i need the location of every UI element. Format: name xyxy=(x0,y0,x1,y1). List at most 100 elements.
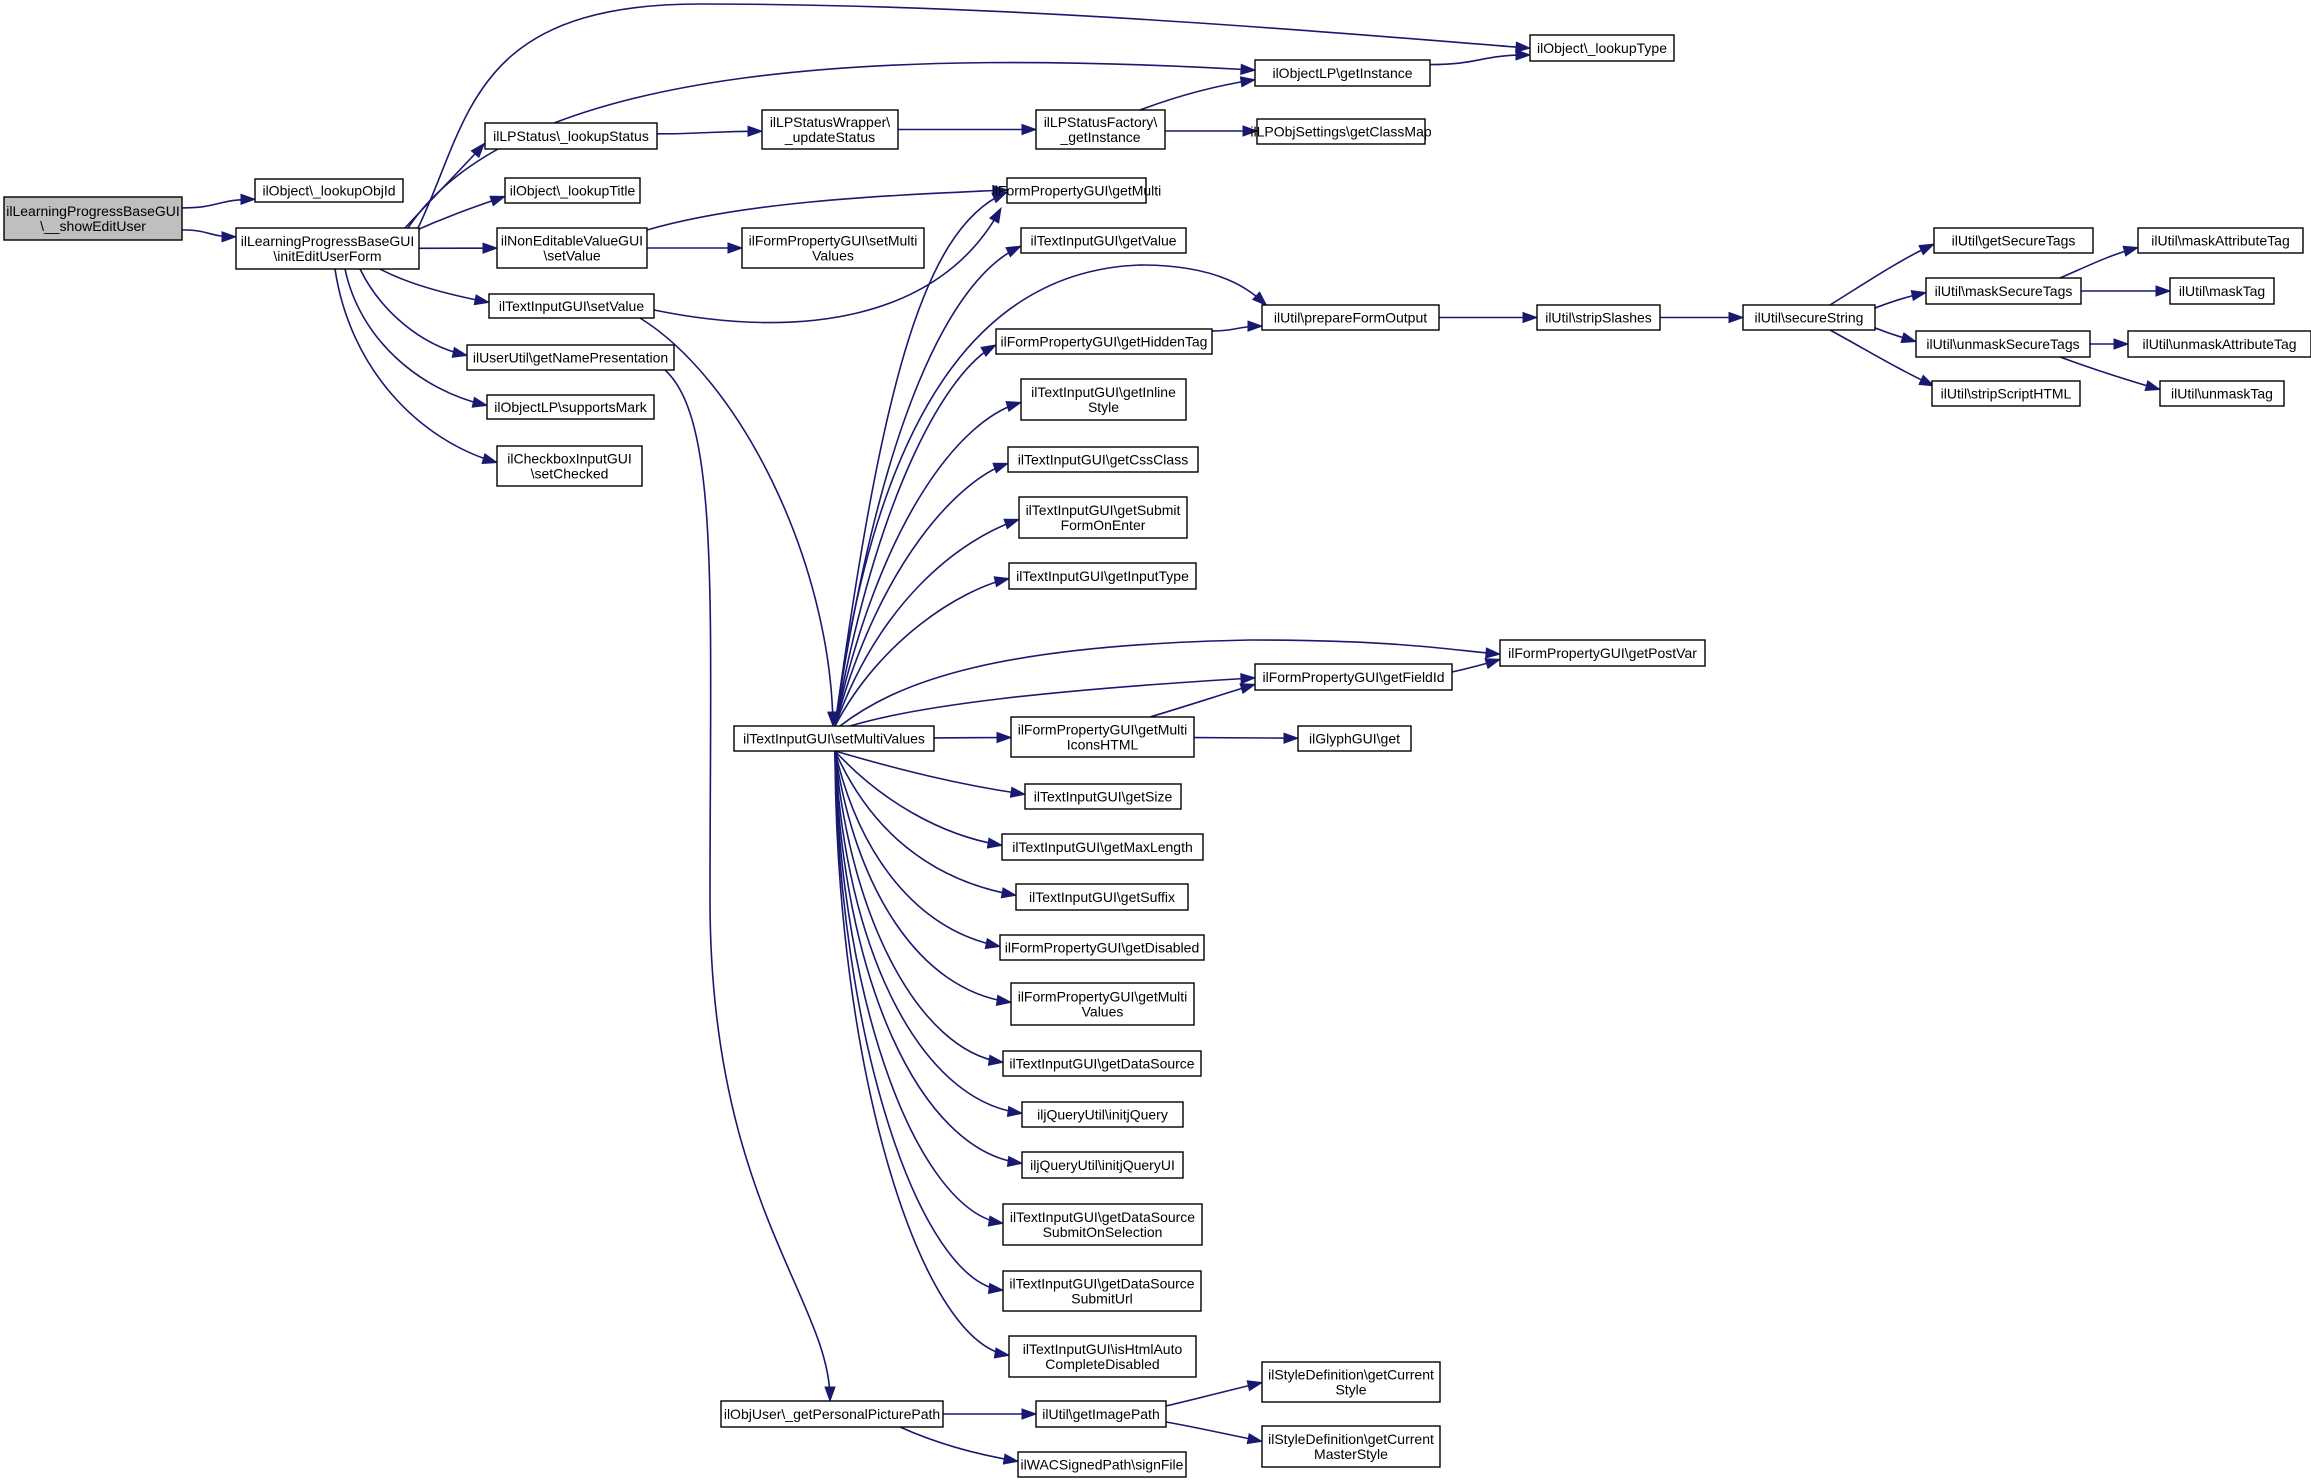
node-lookupType[interactable]: ilObject\_lookupType xyxy=(1529,34,1675,62)
node-tiGetInputType[interactable]: ilTextInputGUI\getInputType xyxy=(1008,562,1197,590)
node-label: Style xyxy=(1088,399,1119,415)
arrowhead-secureString-to-stripScriptHTML xyxy=(1918,374,1936,387)
arrowhead-tiSetMultiValues-to-fpGetMulti xyxy=(991,191,1009,204)
node-lpStatusWrapper[interactable]: ilLPStatusWrapper\_updateStatus xyxy=(761,109,899,150)
node-tiGetCssClass[interactable]: ilTextInputGUI\getCssClass xyxy=(1007,446,1199,473)
node-label: ilUtil\maskAttributeTag xyxy=(2151,233,2290,249)
node-box xyxy=(466,344,675,371)
node-label: ilTextInputGUI\getCssClass xyxy=(1018,452,1188,468)
node-fpGetFieldId[interactable]: ilFormPropertyGUI\getFieldId xyxy=(1254,663,1453,691)
node-fpGetPostVar[interactable]: ilFormPropertyGUI\getPostVar xyxy=(1499,639,1706,667)
node-lpStatusFactory[interactable]: ilLPStatusFactory\_getInstance xyxy=(1035,109,1166,150)
node-lpObjSettings[interactable]: ilLPObjSettings\getClassMap xyxy=(1250,118,1432,145)
node-box xyxy=(761,109,899,150)
node-tiSetValue[interactable]: ilTextInputGUI\setValue xyxy=(488,293,655,319)
node-lookupObjId[interactable]: ilObject\_lookupObjId xyxy=(254,178,404,203)
node-label: ilTextInputGUI\isHtmlAuto xyxy=(1023,1341,1183,1357)
arrowhead-tiSetMultiValues-to-tiGetSize xyxy=(1009,786,1027,798)
node-box xyxy=(1002,1270,1202,1312)
node-initEditUserForm[interactable]: ilLearningProgressBaseGUI\initEditUserFo… xyxy=(235,227,420,270)
arrowhead-tiSetMultiValues-to-fpGetFieldId xyxy=(1240,673,1257,685)
node-label: ilUtil\maskTag xyxy=(2179,283,2265,299)
node-glyphGet[interactable]: ilGlyphGUI\get xyxy=(1297,725,1412,752)
node-box xyxy=(1536,304,1661,331)
node-label: ilFormPropertyGUI\getMulti xyxy=(992,183,1162,199)
node-label: ilUtil\prepareFormOutput xyxy=(1274,310,1427,326)
node-lpStatusLookup[interactable]: ilLPStatus\_lookupStatus xyxy=(484,122,658,150)
node-tiGetDataSource[interactable]: ilTextInputGUI\getDataSource xyxy=(1002,1050,1202,1077)
node-box xyxy=(1006,177,1147,204)
node-jqInitjQuery[interactable]: iljQueryUtil\initjQuery xyxy=(1021,1101,1184,1128)
node-utilGetImagePath[interactable]: ilUtil\getImagePath xyxy=(1035,1400,1167,1428)
node-unmaskTag[interactable]: ilUtil\unmaskTag xyxy=(2159,380,2285,407)
edge-tiSetMultiValues-to-fpGetDisabled xyxy=(834,750,999,947)
node-stripScriptHTML[interactable]: ilUtil\stripScriptHTML xyxy=(1931,380,2081,407)
node-tiGetDataSourceSubmitOnSelection[interactable]: ilTextInputGUI\getDataSourceSubmitOnSele… xyxy=(1002,1203,1203,1246)
edge-initEditUserForm-to-lookupType xyxy=(417,3,1529,229)
node-unmaskAttributeTag[interactable]: ilUtil\unmaskAttributeTag xyxy=(2127,330,2311,358)
node-tiGetMaxLength[interactable]: ilTextInputGUI\getMaxLength xyxy=(1001,833,1204,861)
node-stripSlashes[interactable]: ilUtil\stripSlashes xyxy=(1536,304,1661,331)
node-maskTag[interactable]: ilUtil\maskTag xyxy=(2169,277,2275,305)
edge-utilGetImagePath-to-styleGetCurrentStyle xyxy=(1165,1382,1261,1407)
node-root[interactable]: ilLearningProgressBaseGUI\__showEditUser xyxy=(3,196,183,241)
nodes-layer: ilLearningProgressBaseGUI\__showEditUser… xyxy=(3,34,2311,1478)
arrowhead-tiSetMultiValues-to-fpGetPostVar xyxy=(1485,647,1502,659)
node-fpGetHiddenTag[interactable]: ilFormPropertyGUI\getHiddenTag xyxy=(995,328,1213,355)
node-nonEditableSetValue[interactable]: ilNonEditableValueGUI\setValue xyxy=(496,227,648,269)
node-fpGetDisabled[interactable]: ilFormPropertyGUI\getDisabled xyxy=(999,934,1205,961)
node-wacSignFile[interactable]: ilWACSignedPath\signFile xyxy=(1017,1451,1187,1478)
node-label: ilTextInputGUI\getSubmit xyxy=(1026,502,1181,518)
node-box xyxy=(254,178,404,203)
node-objUserGetPersonalPicturePath[interactable]: ilObjUser\_getPersonalPicturePath xyxy=(720,1400,944,1428)
node-objectLPGetInstance[interactable]: ilObjectLP\getInstance xyxy=(1254,59,1431,87)
arrowhead-tiSetMultiValues-to-tiGetCssClass xyxy=(992,462,1010,474)
node-label: ilObjectLP\getInstance xyxy=(1272,65,1412,81)
node-tiIsHtmlAutoCompleteDisabled[interactable]: ilTextInputGUI\isHtmlAutoCompleteDisable… xyxy=(1008,1335,1197,1378)
node-maskSecureTags[interactable]: ilUtil\maskSecureTags xyxy=(1925,277,2082,305)
arrowhead-tiSetMultiValues-to-tiGetValue xyxy=(1005,245,1023,258)
arrowhead-tiSetMultiValues-to-tiGetSubmitFormOnEnter xyxy=(1003,518,1021,530)
node-box xyxy=(1742,304,1876,331)
node-checkboxSetChecked[interactable]: ilCheckboxInputGUI\setChecked xyxy=(496,445,643,487)
arrowhead-lpStatusWrapper-to-lpStatusFactory xyxy=(1021,123,1038,136)
node-box xyxy=(1931,380,2081,407)
node-label: ilFormPropertyGUI\getHiddenTag xyxy=(1001,334,1208,350)
node-tiGetValue[interactable]: ilTextInputGUI\getValue xyxy=(1020,227,1187,254)
node-lookupTitle[interactable]: ilObject\_lookupTitle xyxy=(504,177,641,204)
node-label: ilFormPropertyGUI\getDisabled xyxy=(1005,940,1200,956)
node-jqInitjQueryUI[interactable]: iljQueryUtil\initjQueryUI xyxy=(1021,1151,1184,1179)
node-label: ilTextInputGUI\getDataSource xyxy=(1009,1056,1194,1072)
edge-tiSetMultiValues-to-tiGetDataSource xyxy=(834,750,1002,1063)
arrowhead-tiSetValue-to-fpGetMulti xyxy=(989,206,1002,224)
arrowhead-secureString-to-unmaskSecureTags xyxy=(1900,332,1918,344)
arrowhead-fpGetHiddenTag-to-prepareFormOutput xyxy=(1247,320,1264,332)
node-fpSetMultiValues[interactable]: ilFormPropertyGUI\setMultiValues xyxy=(741,227,925,269)
edge-tiSetMultiValues-to-tiGetCssClass xyxy=(834,463,1007,727)
node-getSecureTags[interactable]: ilUtil\getSecureTags xyxy=(1933,227,2094,254)
node-label: ilObjectLP\supportsMark xyxy=(494,399,648,415)
node-label: ilCheckboxInputGUI xyxy=(507,451,632,467)
arrowhead-tiSetMultiValues-to-tiGetInlineStyle xyxy=(1005,400,1023,412)
node-label: ilObject\_lookupObjId xyxy=(262,183,395,199)
node-label: ilLPStatus\_lookupStatus xyxy=(493,128,649,144)
arrowhead-nonEditableSetValue-to-fpSetMultiValues xyxy=(727,242,744,254)
node-secureString[interactable]: ilUtil\secureString xyxy=(1742,304,1876,331)
node-fpGetMulti[interactable]: ilFormPropertyGUI\getMulti xyxy=(992,177,1162,204)
node-tiGetSize[interactable]: ilTextInputGUI\getSize xyxy=(1024,783,1182,810)
node-maskAttributeTag[interactable]: ilUtil\maskAttributeTag xyxy=(2137,227,2304,254)
node-supportsMark[interactable]: ilObjectLP\supportsMark xyxy=(486,394,655,420)
node-userGetNamePresentation[interactable]: ilUserUtil\getNamePresentation xyxy=(466,344,675,371)
arrowhead-utilGetImagePath-to-styleGetCurrentMasterStyle xyxy=(1246,1432,1264,1445)
node-tiGetSuffix[interactable]: ilTextInputGUI\getSuffix xyxy=(1015,883,1189,911)
node-unmaskSecureTags[interactable]: ilUtil\unmaskSecureTags xyxy=(1915,330,2091,358)
node-prepareFormOutput[interactable]: ilUtil\prepareFormOutput xyxy=(1261,304,1440,331)
node-tiSetMultiValues[interactable]: ilTextInputGUI\setMultiValues xyxy=(733,725,935,752)
